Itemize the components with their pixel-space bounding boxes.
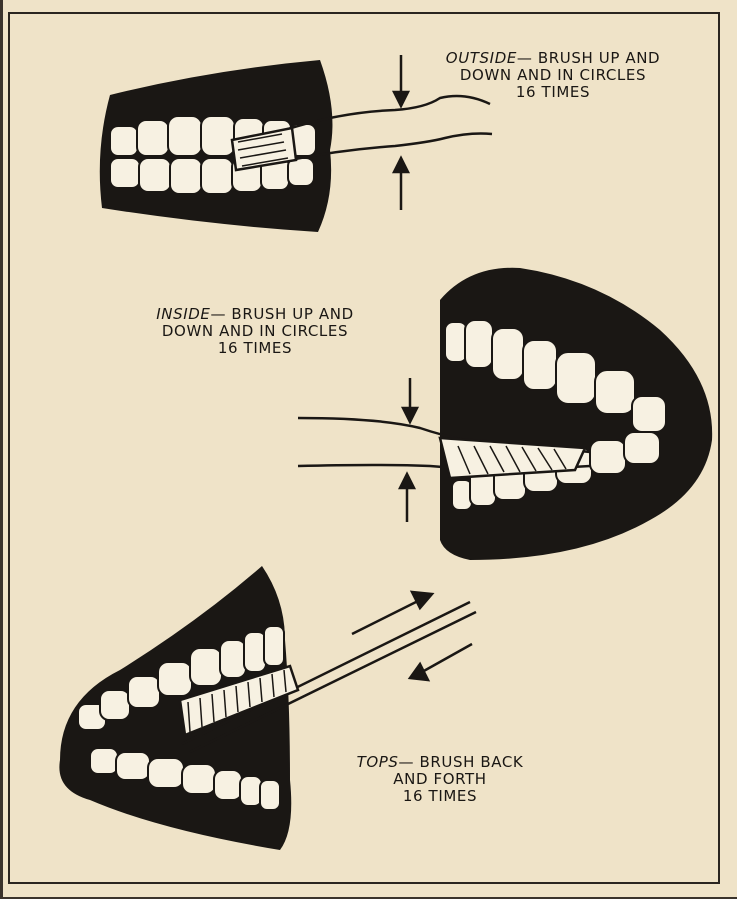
inside-caption-lead: INSIDE [156, 305, 210, 323]
outside-caption-line3: 16 TIMES [408, 84, 698, 101]
outside-arrows [394, 55, 408, 210]
tops-arrows [352, 592, 472, 680]
tops-caption-line3: 16 TIMES [310, 788, 570, 805]
inside-arrows [400, 378, 417, 522]
tops-caption-line2: AND FORTH [310, 771, 570, 788]
tops-caption: TOPS— BRUSH BACK AND FORTH 16 TIMES [310, 754, 570, 805]
inside-caption-line2: DOWN AND IN CIRCLES [120, 323, 390, 340]
outside-caption-line1: — BRUSH UP AND [517, 49, 660, 67]
outside-caption-line2: DOWN AND IN CIRCLES [408, 67, 698, 84]
inside-caption: INSIDE— BRUSH UP AND DOWN AND IN CIRCLES… [120, 306, 390, 357]
inside-caption-line3: 16 TIMES [120, 340, 390, 357]
outside-caption-lead: OUTSIDE [446, 49, 517, 67]
inside-mouth-drawing [440, 268, 712, 560]
front-teeth-drawing [100, 60, 333, 232]
tops-caption-line1: — BRUSH BACK [399, 753, 524, 771]
outside-caption: OUTSIDE— BRUSH UP AND DOWN AND IN CIRCLE… [408, 50, 698, 101]
tops-caption-lead: TOPS [357, 753, 399, 771]
inside-caption-line1: — BRUSH UP AND [210, 305, 353, 323]
